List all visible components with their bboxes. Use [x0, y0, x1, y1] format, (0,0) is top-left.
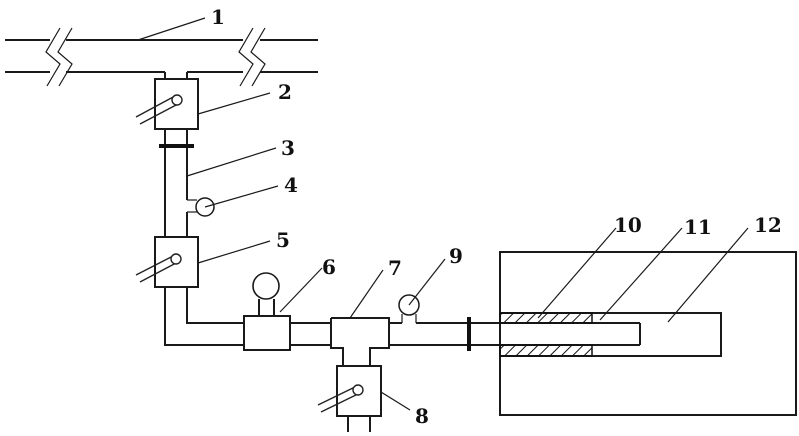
meter-6 [243, 272, 291, 351]
label-1: 1 [211, 5, 225, 29]
borehole [499, 312, 722, 357]
packer-seal [499, 312, 593, 357]
label-11: 11 [684, 215, 712, 239]
label-12: 12 [754, 213, 782, 237]
main-pipe [5, 39, 318, 73]
flange-upper [159, 144, 194, 148]
label-3: 3 [281, 136, 295, 160]
valve-5 [135, 236, 199, 288]
valve-handle-icon [317, 384, 364, 413]
leader-lines [137, 17, 749, 411]
label-8: 8 [415, 404, 429, 428]
label-4: 4 [284, 173, 298, 197]
valve-8 [317, 365, 382, 432]
label-2: 2 [278, 80, 292, 104]
valve-handle-icon [135, 94, 183, 125]
label-10: 10 [614, 213, 642, 237]
label-6: 6 [322, 255, 336, 279]
tee-7 [330, 317, 390, 367]
label-9: 9 [449, 244, 463, 268]
label-5: 5 [276, 228, 290, 252]
gauge-9 [398, 294, 420, 323]
break-mark-right [238, 27, 266, 87]
flange-lower [467, 317, 471, 351]
valve-2 [135, 78, 199, 130]
break-mark-left [45, 27, 73, 87]
label-7: 7 [388, 256, 402, 280]
gauge-4 [187, 197, 215, 217]
valve-handle-icon [135, 253, 182, 283]
